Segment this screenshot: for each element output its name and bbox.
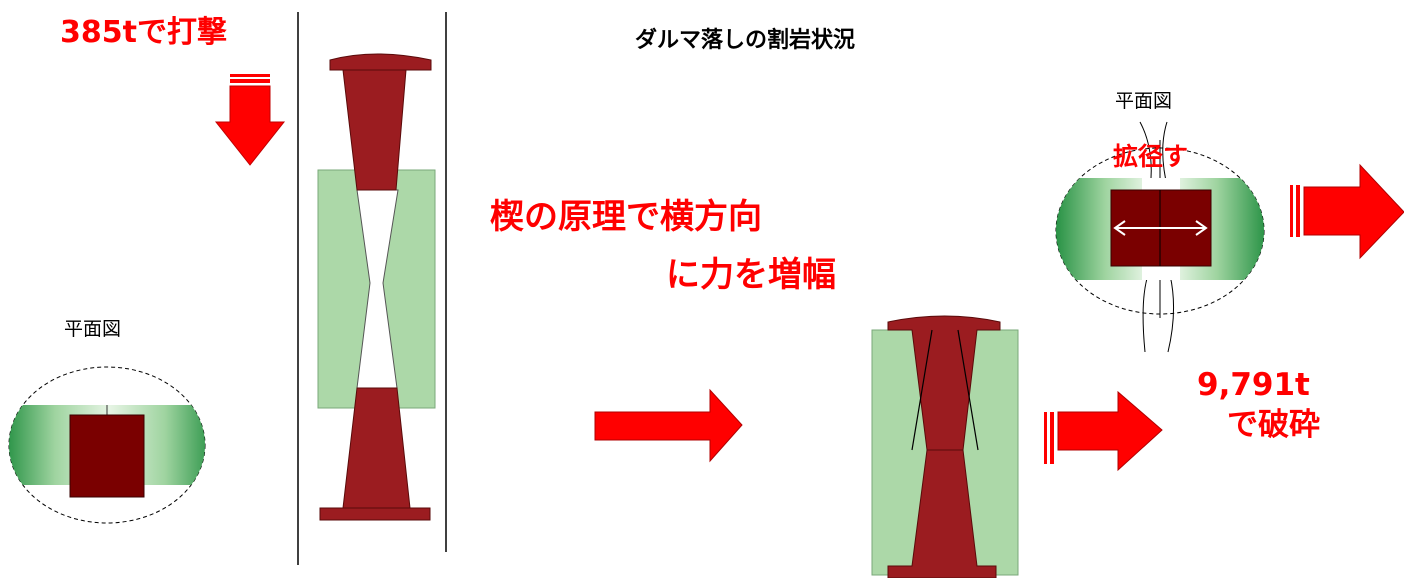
plan-view-left-label: 平面図 [64, 318, 122, 340]
result-force: 9,791t [1197, 367, 1310, 403]
diagram-title: ダルマ落しの割岩状況 [635, 28, 856, 53]
wedge-core-left-plan [69, 414, 145, 498]
result-text: で破砕 [1227, 407, 1320, 443]
expand-right-arrow [1290, 163, 1404, 260]
split-right-arrow [1044, 390, 1163, 472]
plan-view-right [1055, 121, 1265, 353]
wedge-principle-line2: に力を増幅 [666, 255, 836, 295]
wedge-top [329, 53, 432, 191]
impact-down-arrow [214, 74, 286, 166]
transition-right-arrow [594, 388, 743, 463]
impact-label: 385tで打撃 [60, 15, 227, 50]
wedge-bottom-after [887, 449, 997, 578]
expand-label: 拡径す [1113, 142, 1189, 171]
plan-view-left [8, 366, 206, 524]
wedge-assembly-after [871, 315, 1019, 578]
wedge-principle-line1: 楔の原理で横方向 [490, 197, 762, 237]
wedge-assembly-before [317, 53, 436, 521]
plan-view-right-label: 平面図 [1115, 90, 1173, 112]
expand-double-arrow [1113, 220, 1208, 236]
